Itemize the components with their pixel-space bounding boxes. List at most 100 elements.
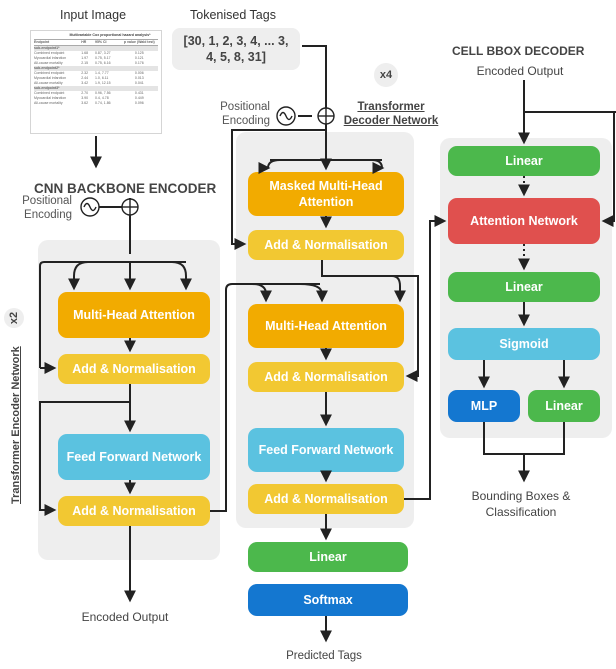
decoder-network-label: Transformer Decoder Network [336, 100, 446, 128]
pe-label-line: Encoding [24, 209, 72, 221]
table-cell: 0.4, 4.78 [95, 96, 109, 100]
table-cell: All-cause mortality [34, 101, 63, 105]
table-cell: 0.75, 5.17 [95, 56, 111, 60]
table-cell: 0.013 [134, 76, 144, 80]
table-cell: 3.42 [81, 81, 89, 85]
pe-label-line: Encoding [222, 115, 270, 127]
wire-decoder-residual-2 [322, 275, 419, 382]
table-cell: Combined endpoint [34, 91, 65, 95]
encoder-multi-head-attention: Multi-Head Attention [58, 292, 210, 338]
bbox-output-line: Bounding Boxes & [471, 489, 571, 503]
table-caption: Multivariable Cox proportional hazard an… [69, 33, 151, 37]
table-cell: 0.121 [134, 56, 144, 60]
decoder-softmax: Softmax [248, 584, 408, 616]
table-cell: 1.97 [81, 56, 89, 60]
tags-line-2: 4, 5, 8, 31] [206, 50, 266, 64]
bbox-linear-1: Linear [448, 146, 600, 176]
wire-enc-dec-a [251, 283, 272, 303]
bbox-linear-3: Linear [528, 390, 600, 422]
decoder-positional-encoding-icon [276, 106, 335, 126]
table-cell: 2.70 [81, 91, 89, 95]
table-cell: 0.96, 7.56 [95, 91, 111, 95]
table-header-cell: Endpoint [34, 40, 50, 44]
wire-residual-2 [39, 401, 130, 516]
table-cell: 0.096 [134, 101, 144, 105]
wire-tags-to-decoder [302, 45, 327, 160]
bbox-output-label: Bounding Boxes & Classification [456, 488, 586, 520]
table-cell: 1.68 [81, 51, 89, 55]
tokenised-tags-box: [30, 1, 2, 3, 4, ... 3, 4, 5, 8, 31] [172, 28, 300, 70]
wire-encoder-to-decoder [210, 283, 320, 512]
encoder-feed-forward: Feed Forward Network [58, 434, 210, 480]
table-cell: 2.32 [81, 71, 89, 75]
table-cell: 0.87, 3.27 [95, 51, 111, 55]
decoder-label-line: Transformer [357, 101, 425, 113]
table-cell: 0.74, 1.86 [95, 101, 111, 105]
table-header-cell: 95% CI [95, 40, 107, 44]
decoder-add-norm-1: Add & Normalisation [248, 230, 404, 260]
table-section-row: sub-endpoint3* [34, 86, 158, 91]
decoder-add-norm-2: Add & Normalisation [248, 362, 404, 392]
encoder-positional-encoding-label: Positional Encoding [8, 194, 72, 222]
wire-decoder-residual-1 [231, 129, 326, 250]
table-cell: 1.9, 12.15 [95, 81, 111, 85]
table-cell: 0.006 [134, 71, 144, 75]
input-image-title: Input Image [60, 8, 127, 22]
table-row: Combined endpoint 1.68 0.87, 3.27 0.125 [34, 51, 158, 56]
table-section-title: sub-endpoint1* [34, 46, 60, 50]
table-cell: Myocardial infarction [34, 96, 67, 100]
table-cell: Myocardial infarction [34, 56, 67, 60]
table-cell: 1.4, 7.77 [95, 71, 109, 75]
bbox-mlp: MLP [448, 390, 520, 422]
table-header-row: Endpoint HR 95% CI p value (Wald test) [34, 39, 158, 46]
table-header-cell: HR [81, 40, 87, 44]
table-row: Myocardial infarction 1.97 0.75, 5.17 0.121 [34, 56, 158, 61]
table-cell: 3.90 [81, 96, 89, 100]
table-cell: 0.431 [134, 91, 144, 95]
bbox-encoded-output-label: Encoded Output [476, 64, 564, 78]
table-cell: Combined endpoint [34, 51, 65, 55]
table-cell: 0.125 [134, 51, 144, 55]
tags-line-1: [30, 1, 2, 3, 4, ... 3, [183, 34, 289, 48]
table-section-title: sub-endpoint3* [34, 86, 60, 90]
masked-mha-text: Masked Multi-Head Attention [269, 179, 383, 209]
decoder-masked-multi-head-attention: Masked Multi-Head Attention [248, 172, 404, 216]
cnn-backbone-title: CNN BACKBONE ENCODER [34, 181, 217, 196]
decoder-linear: Linear [248, 542, 408, 572]
wire-addnorm1-mha [321, 260, 406, 303]
decoder-multi-head-attention: Multi-Head Attention [248, 304, 404, 348]
table-cell: 1.0, 6.11 [95, 76, 109, 80]
bbox-attention-network: Attention Network [448, 198, 600, 244]
table-cell: Combined endpoint [34, 71, 65, 75]
bbox-decoder-title: CELL BBOX DECODER [452, 44, 585, 58]
wire-to-mha-right [171, 261, 192, 291]
wire-to-mha-left [68, 261, 89, 291]
encoder-add-norm-1: Add & Normalisation [58, 354, 210, 384]
wire-encoder-split [39, 261, 186, 368]
pe-label-line: Positional [22, 195, 72, 207]
table-row: Myocardial infarction 2.44 1.0, 6.11 0.013 [34, 76, 158, 81]
decoder-positional-encoding-label: Positional Encoding [206, 100, 270, 128]
wire-bbox-encoded-side [601, 112, 615, 227]
pe-label-line: Positional [220, 101, 270, 113]
table-cell: Myocardial infarction [34, 76, 67, 80]
table-section-row: sub-endpoint1* [34, 46, 158, 51]
table-row: Combined endpoint 2.70 0.96, 7.56 0.431 [34, 91, 158, 96]
table-cell: 2.15 [81, 61, 89, 65]
decoder-output-label: Predicted Tags [286, 650, 362, 662]
table-cell: 2.44 [81, 76, 89, 80]
bbox-linear-2: Linear [448, 272, 600, 302]
table-cell: 0.176 [134, 61, 144, 65]
table-cell: 0.75, 6.16 [95, 61, 111, 65]
wire-to-mmha-right [371, 158, 388, 171]
input-table-image: Multivariable Cox proportional hazard an… [30, 30, 162, 134]
encoder-output-label: Encoded Output [81, 610, 169, 624]
wire-enc-dec-b [299, 283, 328, 303]
table-cell: 3.62 [81, 101, 89, 105]
table-row: All-cause mortality 3.62 0.74, 1.86 0.096 [34, 101, 158, 106]
